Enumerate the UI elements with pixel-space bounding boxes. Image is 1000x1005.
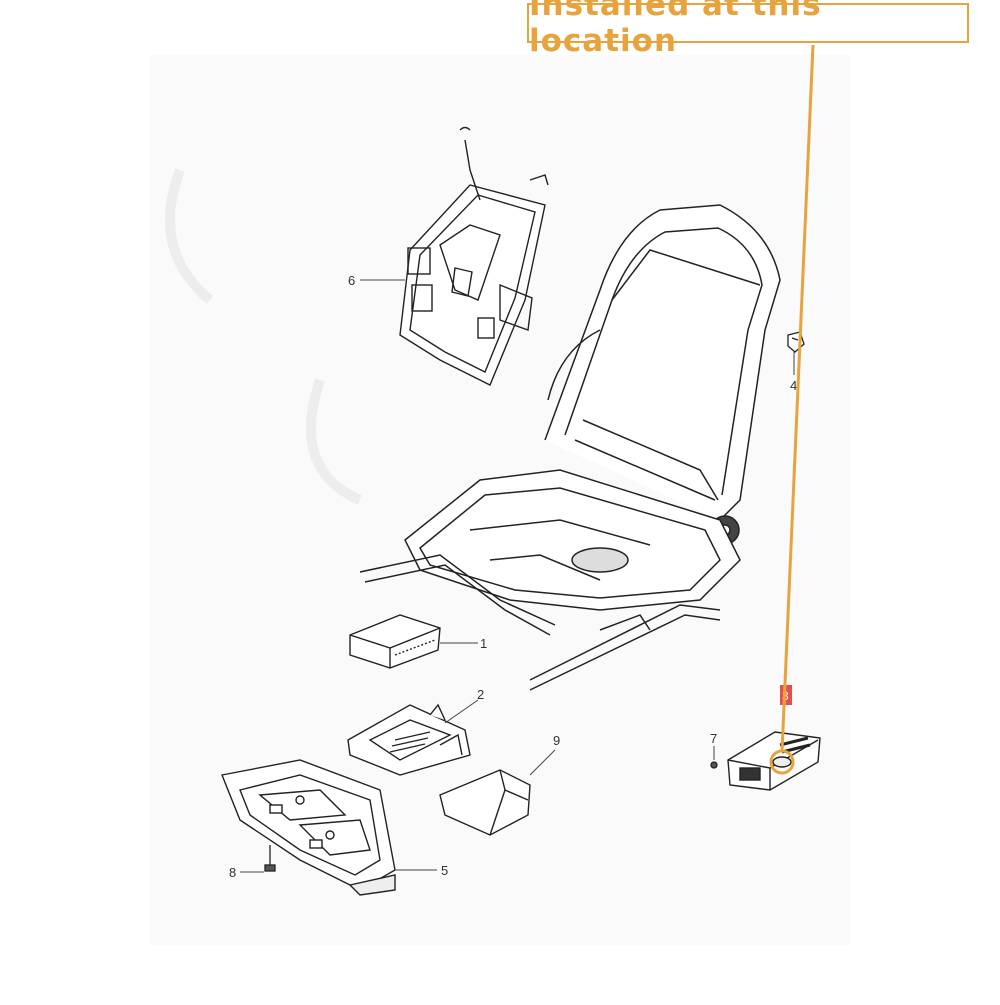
- part-9-label: 9: [553, 733, 560, 748]
- part-1-label: 1: [480, 636, 487, 651]
- part-9-leader: [529, 749, 556, 776]
- part-9-cover-drawing: [439, 769, 531, 836]
- callout-text: Installed at this location: [529, 0, 822, 59]
- part-1-module-drawing: [349, 614, 441, 669]
- part-2-tray-drawing: [347, 703, 471, 776]
- part-7-screw-drawing: [710, 761, 718, 769]
- part-5-label: 5: [441, 863, 448, 878]
- callout-leader-line: [780, 44, 815, 753]
- part-6-bracket-drawing: [399, 126, 549, 386]
- part-4-label: 4: [790, 378, 797, 393]
- callout-box: Installed at this location: [527, 0, 969, 59]
- watermark-shapes: [165, 168, 363, 505]
- seat-frame-drawing: [359, 204, 781, 691]
- part-5-side-shield-drawing: [221, 759, 396, 896]
- part-8-screw-drawing: [264, 845, 276, 872]
- part-2-label: 2: [477, 687, 484, 702]
- part-2-leader: [444, 699, 479, 724]
- part-6-label: 6: [348, 273, 355, 288]
- part-7-label: 7: [710, 731, 717, 746]
- part-8-label: 8: [229, 865, 236, 880]
